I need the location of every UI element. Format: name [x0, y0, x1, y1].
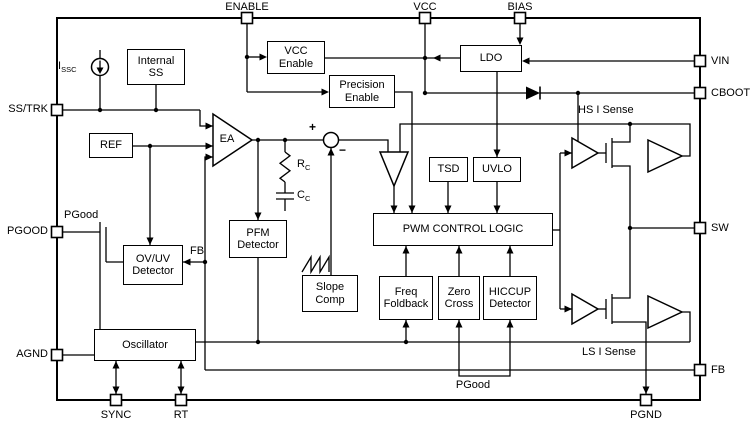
- pin-label-ss-trk: SS/TRK: [8, 103, 48, 115]
- current-source-arrow: [96, 60, 104, 74]
- ea-label: EA: [219, 133, 235, 145]
- block-ldo: LDO: [460, 45, 522, 72]
- rc-resistor: [278, 140, 292, 193]
- ls-sense-amp-triangle: [647, 294, 684, 330]
- cc-capacitor: [276, 192, 294, 211]
- pin-label-cboot: CBOOT: [711, 87, 750, 99]
- summing-junction-circle: [322, 131, 340, 149]
- hs-driver-triangle: [571, 136, 600, 170]
- block-internal-ss: Internal SS: [127, 49, 185, 85]
- block-freq-foldback: Freq Foldback: [379, 276, 433, 320]
- hs-sense-amp-triangle: [647, 138, 684, 174]
- ea-amp-triangle: [212, 112, 254, 168]
- summing-minus-sign: −: [339, 143, 347, 157]
- ic-boundary: [56, 17, 701, 401]
- pin-label-rt: RT: [173, 409, 189, 421]
- pin-agnd: [50, 348, 64, 362]
- pwm-comparator-triangle: [378, 151, 410, 188]
- block-uvlo: UVLO: [473, 157, 521, 182]
- pin-enable: [240, 11, 254, 25]
- pin-label-pgnd: PGND: [630, 409, 662, 421]
- summing-plus-sign: +: [309, 120, 317, 134]
- sawtooth-icon: [301, 254, 330, 275]
- pin-label-enable: ENABLE: [225, 1, 269, 13]
- pin-pgood: [50, 225, 64, 239]
- pin-rt: [174, 393, 188, 407]
- pin-fb: [693, 363, 707, 377]
- ls-i-sense-label: LS I Sense: [582, 346, 636, 358]
- pgood-mosfet: [63, 222, 123, 329]
- pin-sw: [693, 221, 707, 235]
- block-precision-enable: Precision Enable: [329, 75, 395, 108]
- block-oscillator: Oscillator: [94, 329, 196, 361]
- pin-label-pgood: PGOOD: [7, 225, 48, 237]
- pin-sync: [109, 393, 123, 407]
- hs-mosfet: [598, 124, 631, 228]
- pin-bias: [513, 11, 527, 25]
- bootstrap-diode: [526, 86, 541, 100]
- block-ref: REF: [89, 133, 133, 158]
- block-vcc-enable: VCC Enable: [267, 41, 325, 74]
- block-tsd: TSD: [429, 157, 468, 182]
- pgood-bottom-net-label: PGood: [455, 379, 491, 391]
- block-slope-comp: Slope Comp: [302, 275, 358, 312]
- block-hiccup-detector: HICCUP Detector: [483, 276, 537, 320]
- fb-net-label: FB: [190, 245, 205, 257]
- symbols: [90, 57, 684, 330]
- cc-label: CC: [297, 189, 311, 204]
- block-zero-cross: Zero Cross: [438, 276, 480, 320]
- pin-label-sw: SW: [711, 222, 729, 234]
- block-pfm-detector: PFM Detector: [229, 220, 287, 258]
- pin-vin: [693, 54, 707, 68]
- pin-cboot: [693, 86, 707, 100]
- junction-nodes: [97, 54, 633, 345]
- pin-label-fb: FB: [711, 364, 726, 376]
- pin-pgnd: [639, 393, 653, 407]
- pin-label-vcc: VCC: [413, 1, 437, 13]
- wires: [63, 23, 695, 394]
- block-pwm-control-logic: PWM CONTROL LOGIC: [373, 213, 553, 246]
- pin-label-bias: BIAS: [507, 1, 533, 13]
- pgood-net-label: PGood: [64, 209, 99, 221]
- arrowheads: [112, 37, 650, 394]
- hs-i-sense-label: HS I Sense: [578, 104, 634, 116]
- issc-label: ISSC: [58, 60, 77, 75]
- ls-driver-triangle: [571, 292, 600, 326]
- rc-label: RC: [297, 158, 311, 173]
- pin-ss-trk: [50, 103, 64, 117]
- block-ovuv-detector: OV/UV Detector: [123, 245, 183, 285]
- pin-label-agnd: AGND: [16, 348, 48, 360]
- pin-squares: [50, 11, 707, 407]
- pin-vcc: [418, 11, 432, 25]
- pin-label-vin: VIN: [711, 55, 730, 67]
- ls-mosfet: [598, 228, 647, 394]
- pin-label-sync: SYNC: [100, 409, 132, 421]
